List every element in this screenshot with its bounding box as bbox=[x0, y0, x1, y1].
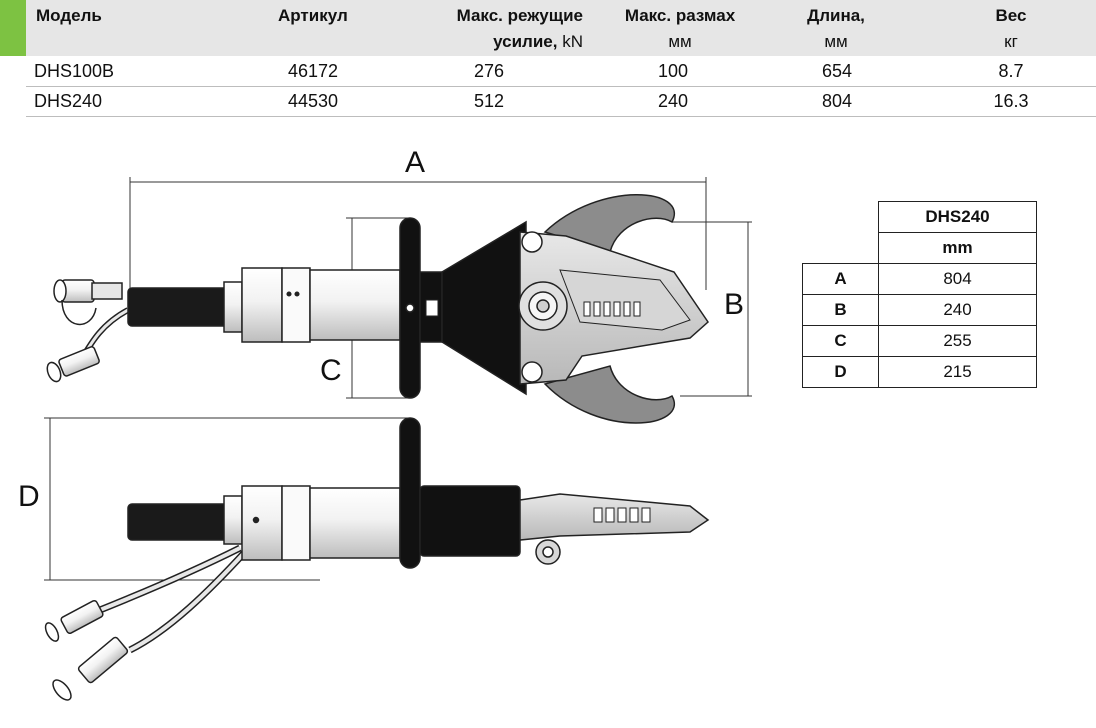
cell-force: 512 bbox=[473, 91, 505, 111]
cell-length: 654 bbox=[821, 61, 853, 81]
dimension-key: C bbox=[802, 325, 879, 357]
dimension-value: 804 bbox=[878, 263, 1037, 295]
table-row: B 240 bbox=[802, 294, 1037, 326]
header-opening: Макс. размах мм bbox=[604, 3, 756, 55]
table-row: DHS100B 46172 276 100 654 8.7 bbox=[26, 57, 1096, 87]
header-weight-unit: кг bbox=[1004, 32, 1018, 51]
dimension-table-unit-row: mm bbox=[803, 232, 1037, 264]
header-model: Модель bbox=[36, 6, 102, 25]
spec-table-header: Модель Артикул Макс. режущие усилие, kN … bbox=[26, 0, 1096, 56]
cell-model: DHS100B bbox=[34, 61, 115, 81]
dimension-label-a: A bbox=[405, 146, 426, 179]
cell-length: 804 bbox=[821, 91, 853, 111]
dimension-value: 215 bbox=[878, 356, 1037, 388]
cell-article: 44530 bbox=[288, 91, 339, 111]
header-weight-line1: Вес bbox=[995, 6, 1027, 25]
cell-opening: 100 bbox=[657, 61, 689, 81]
header-weight: Вес кг bbox=[976, 3, 1046, 55]
header-length-line1: Длина, bbox=[807, 6, 865, 25]
header-force-unit: kN bbox=[562, 32, 583, 51]
table-row: D 215 bbox=[802, 356, 1037, 388]
dimension-value: 240 bbox=[878, 294, 1037, 326]
header-length: Длина, мм bbox=[796, 3, 876, 55]
dimension-lines bbox=[44, 177, 752, 581]
cell-weight: 8.7 bbox=[998, 61, 1024, 81]
dimension-label-b: B bbox=[724, 288, 745, 321]
dimension-key: B bbox=[802, 294, 879, 326]
table-row: C 255 bbox=[802, 325, 1037, 357]
cell-force: 276 bbox=[473, 61, 505, 81]
side-view bbox=[44, 417, 710, 701]
header-force: Макс. режущие усилие, kN bbox=[423, 3, 583, 55]
cell-opening: 240 bbox=[657, 91, 689, 111]
cell-article: 46172 bbox=[288, 61, 339, 81]
header-opening-unit: мм bbox=[668, 32, 692, 51]
dimension-key: A bbox=[802, 263, 879, 295]
dimension-key: D bbox=[802, 356, 879, 388]
table-row: A 804 bbox=[802, 263, 1037, 295]
header-force-line2: усилие, bbox=[493, 32, 558, 51]
header-article: Артикул bbox=[278, 6, 348, 25]
top-view bbox=[46, 194, 709, 424]
header-force-line1: Макс. режущие bbox=[456, 6, 583, 25]
dimension-table-title-row: DHS240 bbox=[803, 201, 1037, 233]
dimension-value: 255 bbox=[878, 325, 1037, 357]
cell-model: DHS240 bbox=[34, 91, 103, 111]
dimension-table-unit: mm bbox=[878, 232, 1037, 264]
dimension-table-title: DHS240 bbox=[878, 201, 1037, 233]
cell-weight: 16.3 bbox=[993, 91, 1029, 111]
header-opening-line1: Макс. размах bbox=[624, 6, 736, 25]
dimension-label-c: C bbox=[320, 354, 342, 387]
dimension-table: DHS240 mm A 804 B 240 C 255 D 215 bbox=[802, 201, 1037, 388]
accent-tab bbox=[0, 0, 26, 56]
cutter-drawing bbox=[44, 177, 752, 701]
dimension-label-d: D bbox=[18, 480, 40, 513]
header-length-unit: мм bbox=[824, 32, 848, 51]
table-row: DHS240 44530 512 240 804 16.3 bbox=[26, 87, 1096, 117]
